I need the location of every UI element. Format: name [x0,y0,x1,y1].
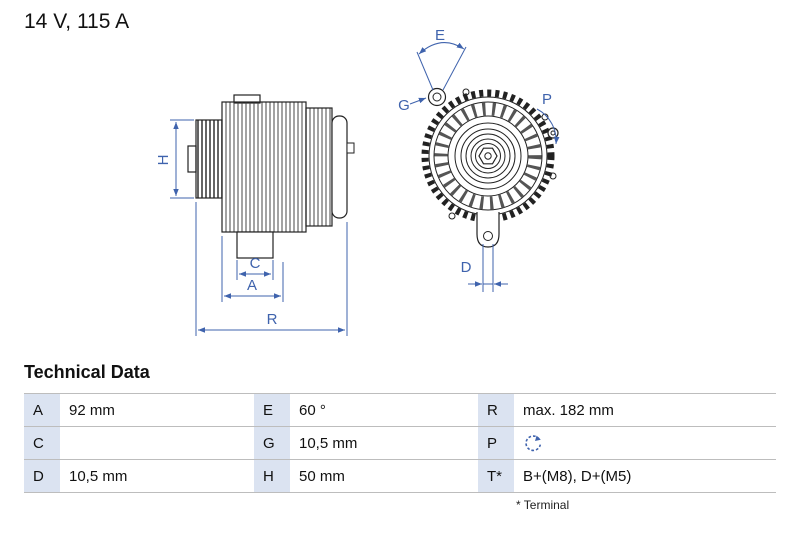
spec-key-t: T* [478,459,514,493]
spec-key-a: A [24,393,60,427]
dimension-annotations: H C A R E G P [155,27,560,336]
spec-value-t: B+(M8), D+(M5) [514,459,776,493]
dim-label-c: C [250,255,261,272]
spec-value-p [514,426,776,460]
technical-data-heading: Technical Data [24,362,150,382]
rotation-direction-icon [523,433,543,453]
spec-value-r: max. 182 mm [514,393,776,427]
dim-label-p: P [542,91,552,108]
spec-title: 14 V, 115 A [24,10,130,33]
spec-key-e: E [254,393,290,427]
spec-value-e: 60 ° [290,393,478,427]
dim-label-h: H [155,155,172,166]
dim-label-e: E [435,27,445,44]
side-view [187,94,355,259]
spec-key-h: H [254,459,290,493]
dim-label-d: D [461,259,472,276]
terminal-footnote: * Terminal [516,498,570,512]
spec-key-g: G [254,426,290,460]
spec-key-r: R [478,393,514,427]
table-row: D 10,5 mm H 50 mm T* B+(M8), D+(M5) [24,459,776,493]
technical-data-section: Technical Data A 92 mm E 60 ° R max. 182… [24,362,776,512]
spec-key-d: D [24,459,60,493]
table-row: A 92 mm E 60 ° R max. 182 mm [24,393,776,427]
dim-label-a: A [247,277,257,294]
alternator-technical-drawing: H C A R E G P [155,27,560,336]
spec-value-d: 10,5 mm [60,459,254,493]
spec-value-c [60,426,254,460]
technical-data-table: A 92 mm E 60 ° R max. 182 mm C G 10,5 mm… [24,393,776,493]
dim-label-g: G [398,97,410,114]
front-view [421,87,559,248]
spec-key-p: P [478,426,514,460]
spec-value-a: 92 mm [60,393,254,427]
dim-label-r: R [267,311,278,328]
spec-value-g: 10,5 mm [290,426,478,460]
spec-value-h: 50 mm [290,459,478,493]
table-row: C G 10,5 mm P [24,426,776,460]
spec-key-c: C [24,426,60,460]
